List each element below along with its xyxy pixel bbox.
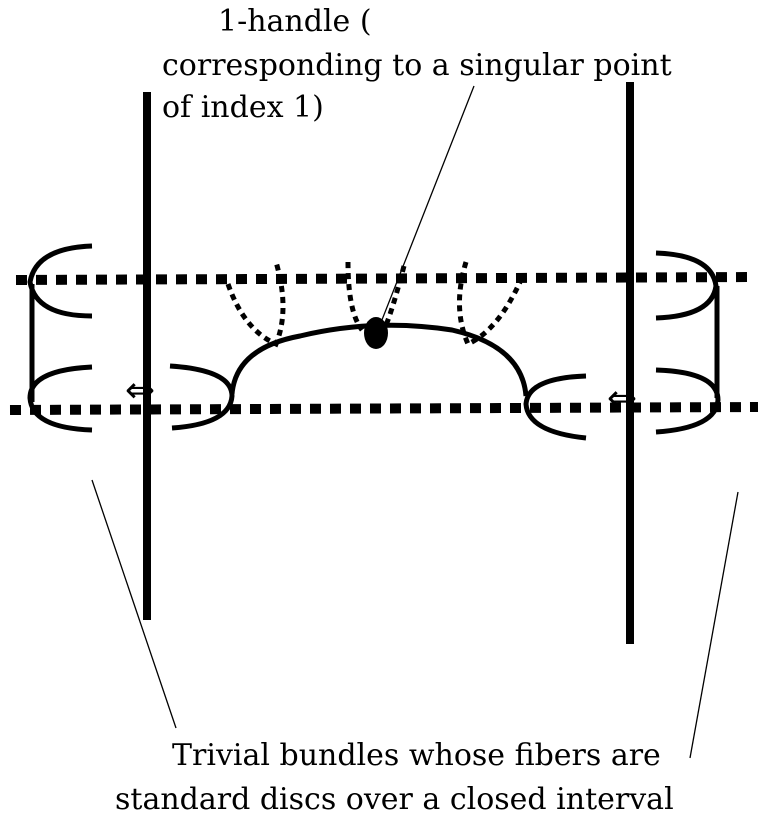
right-bundle-lower-arc xyxy=(655,367,721,435)
handle-fiber-right-pair xyxy=(457,261,523,348)
handle-label-line-2: corresponding to a singular point xyxy=(162,48,672,83)
bundles-leader-right xyxy=(689,491,739,759)
left-double-arrow: ⇔ xyxy=(125,370,155,411)
bundles-label-line-1: Trivial bundles whose fibers are xyxy=(172,738,661,773)
handle-label-line-1: 1-handle ( xyxy=(218,4,372,39)
lower-dotted-level xyxy=(9,402,759,415)
left-attach-arc xyxy=(169,363,235,431)
right-bundle-upper-arc xyxy=(655,250,719,321)
handle-fiber-left-pair xyxy=(225,261,286,348)
bundles-label-line-2: standard discs over a closed interval xyxy=(115,782,674,817)
bundles-leader-left xyxy=(91,479,177,729)
left-bundle-lower-arc xyxy=(27,364,93,433)
upper-dotted-level xyxy=(15,272,756,285)
right-double-arrow: ⇔ xyxy=(607,378,637,419)
handle-leader-line xyxy=(377,85,475,331)
handle-label-line-3: of index 1) xyxy=(162,90,324,125)
left-bundle-upper-arc xyxy=(27,243,93,319)
right-attach-arc xyxy=(523,373,587,441)
singular-point-dot xyxy=(364,317,388,349)
